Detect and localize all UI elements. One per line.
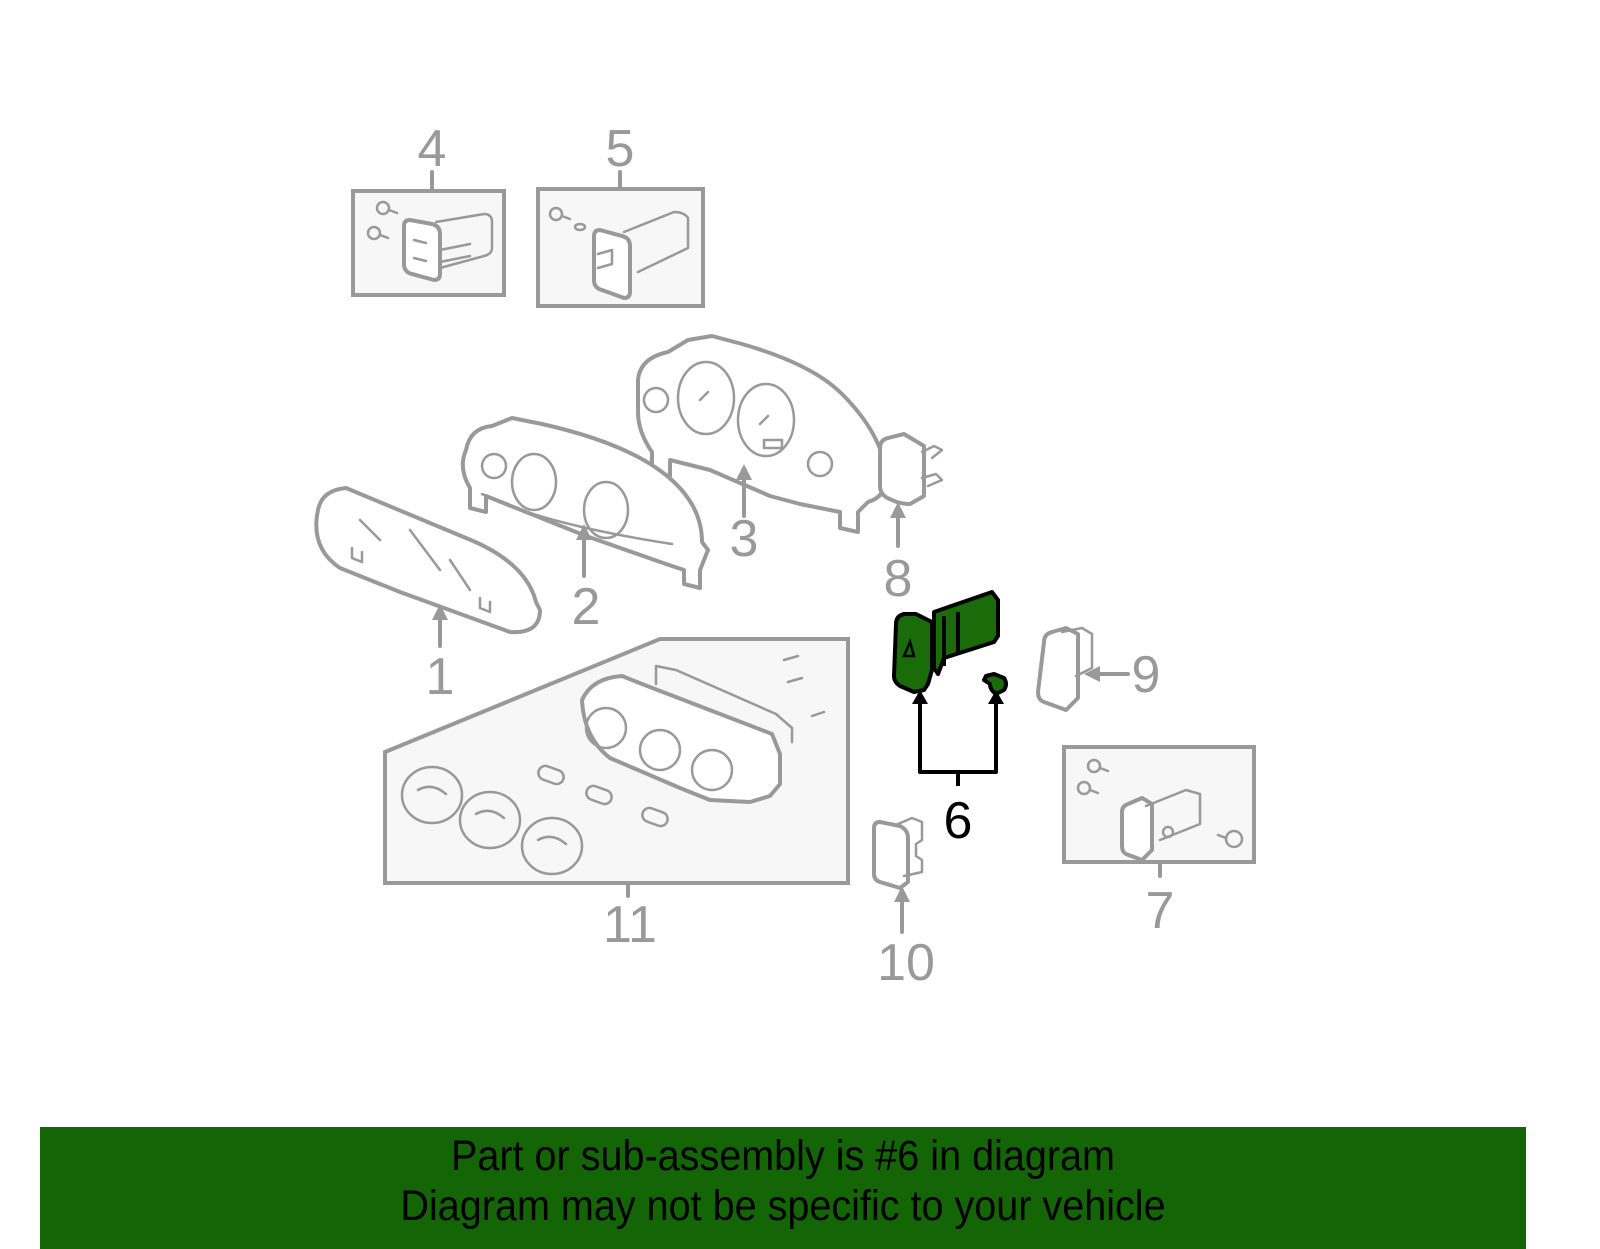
switch-8-icon — [878, 432, 944, 506]
part-10-group[interactable]: 10 — [872, 816, 935, 992]
switch-9-icon — [1036, 626, 1094, 712]
arrow-icon — [736, 464, 752, 480]
arrow-icon — [432, 604, 448, 620]
part-4-group[interactable]: 4 — [351, 120, 506, 297]
callout-4: 4 — [418, 120, 447, 178]
button-cap-icon — [537, 764, 669, 828]
meter-bezel-icon — [460, 416, 710, 590]
screw-icon — [548, 206, 587, 232]
callout-8: 8 — [884, 550, 913, 608]
part-5-group[interactable]: 5 — [536, 120, 705, 308]
switch-10-icon — [872, 816, 924, 890]
part-11-group[interactable]: 11 — [383, 637, 850, 954]
callout-1: 1 — [426, 648, 455, 706]
banner-part-note: Part or sub-assembly is #6 in diagram — [450, 1132, 1116, 1180]
part-6-group[interactable]: 6 — [892, 590, 1008, 850]
info-banner: Part or sub-assembly is #6 in diagram Di… — [40, 1127, 1526, 1249]
screw-icon — [366, 200, 399, 241]
callout-6: 6 — [944, 792, 973, 850]
callout-3: 3 — [730, 510, 759, 568]
switch-7-icon — [1120, 788, 1202, 862]
callout-2: 2 — [572, 578, 601, 636]
switch-4-icon — [402, 212, 494, 282]
banner-disclaimer: Diagram may not be specific to your vehi… — [400, 1182, 1166, 1230]
arrow-icon — [894, 886, 910, 902]
part-9-group[interactable]: 9 — [1036, 626, 1161, 712]
part-2-group[interactable]: 2 — [460, 416, 710, 636]
knob-icon — [400, 765, 584, 876]
lens-cover-icon — [314, 486, 542, 635]
arrow-icon — [890, 502, 906, 518]
callout-5: 5 — [606, 120, 635, 178]
callout-10: 10 — [877, 934, 935, 992]
callout-11: 11 — [603, 896, 657, 954]
arrow-icon — [576, 524, 592, 540]
part-7-group[interactable]: 7 — [1062, 745, 1256, 940]
callout-7: 7 — [1146, 882, 1175, 940]
hazard-switch-icon — [892, 590, 1000, 694]
climate-control-icon — [580, 654, 826, 804]
switch-5-icon — [592, 210, 690, 300]
screw-icon — [1076, 758, 1244, 849]
callout-9: 9 — [1132, 646, 1161, 704]
bulb-icon — [982, 672, 1008, 696]
arrow-icon — [912, 690, 928, 704]
arrow-icon — [1084, 666, 1100, 682]
part-7-box — [1062, 745, 1256, 864]
part-8-group[interactable]: 8 — [878, 432, 944, 608]
arrow-icon — [988, 690, 1004, 704]
part-1-group[interactable]: 1 — [314, 486, 542, 706]
